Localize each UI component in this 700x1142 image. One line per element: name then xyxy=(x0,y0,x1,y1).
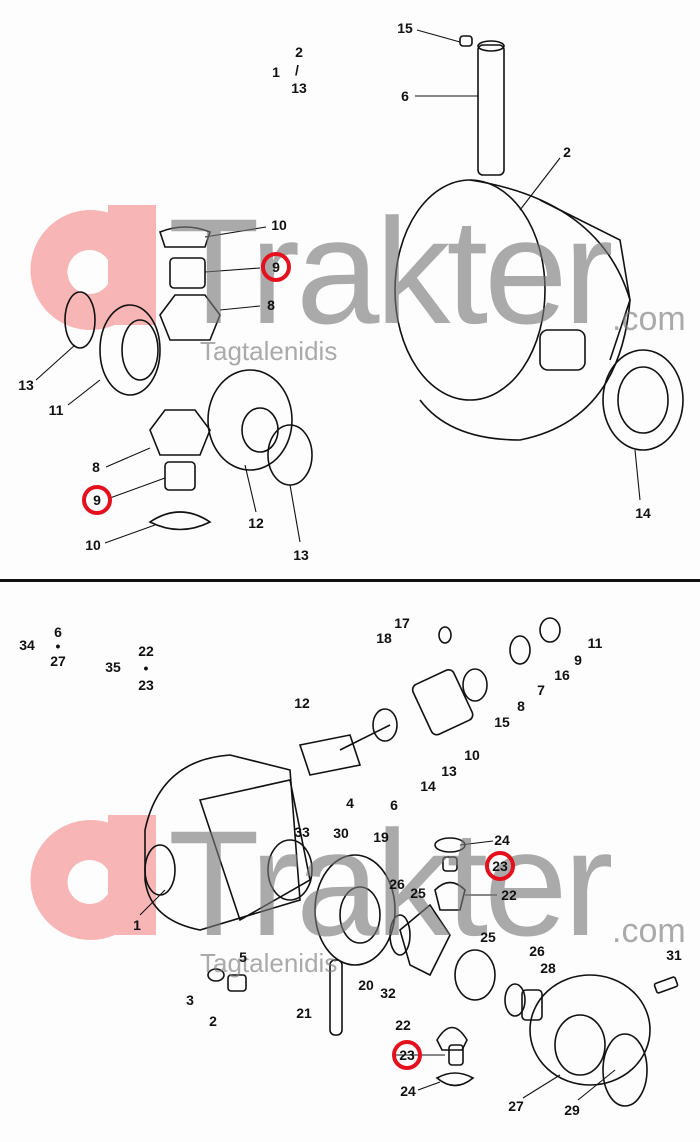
part-label: 25 xyxy=(410,885,426,901)
part-label: 25 xyxy=(480,929,496,945)
part-label: 22 xyxy=(138,643,154,659)
highlighted-part-label: 23 xyxy=(485,851,515,881)
part-label: 29 xyxy=(564,1102,580,1118)
part-label: 2 xyxy=(563,144,571,160)
part-label: 35 xyxy=(105,659,121,675)
part-label: 27 xyxy=(508,1098,524,1114)
trakter-logo-icon xyxy=(30,205,156,940)
part-label: 28 xyxy=(540,960,556,976)
part-label: 13 xyxy=(441,763,457,779)
part-label: 11 xyxy=(587,635,603,651)
part-label: • xyxy=(55,638,61,654)
part-label: 10 xyxy=(271,217,287,233)
part-label: 1 xyxy=(272,64,280,80)
part-label: 22 xyxy=(395,1017,411,1033)
part-label: 4 xyxy=(346,795,354,811)
part-label: 1 xyxy=(133,917,141,933)
part-label: 7 xyxy=(537,682,545,698)
highlighted-part-label: 23 xyxy=(392,1040,422,1070)
part-label: 8 xyxy=(267,297,275,313)
part-label: 18 xyxy=(376,630,392,646)
part-label: 26 xyxy=(529,943,545,959)
part-label: 13 xyxy=(293,547,309,563)
part-label: 12 xyxy=(294,695,310,711)
part-label: 34 xyxy=(19,637,35,653)
part-label: 2 xyxy=(209,1013,217,1029)
part-label: 2 xyxy=(295,44,303,60)
part-label: 22 xyxy=(501,887,517,903)
part-label: 8 xyxy=(517,698,525,714)
part-label: 23 xyxy=(138,677,154,693)
part-label: 5 xyxy=(239,949,247,965)
part-label: 14 xyxy=(420,778,436,794)
section-divider xyxy=(0,579,700,582)
part-label: 13 xyxy=(18,377,34,393)
part-label: 14 xyxy=(635,505,651,521)
part-label: 27 xyxy=(50,653,66,669)
part-label: 24 xyxy=(400,1083,416,1099)
part-label: 10 xyxy=(85,537,101,553)
part-label: 17 xyxy=(394,615,410,631)
part-label: 3 xyxy=(186,992,194,1008)
part-label: 9 xyxy=(574,652,582,668)
part-label: 11 xyxy=(48,402,64,418)
highlighted-part-label: 9 xyxy=(82,485,112,515)
part-label: 13 xyxy=(291,80,307,96)
part-label: 21 xyxy=(296,1005,312,1021)
part-label: 6 xyxy=(390,797,398,813)
part-label: 15 xyxy=(397,20,413,36)
part-label: 31 xyxy=(666,947,682,963)
part-label: 19 xyxy=(373,829,389,845)
part-label: 20 xyxy=(358,977,374,993)
part-label: 12 xyxy=(248,515,264,531)
part-label: • xyxy=(143,660,149,676)
part-label: 33 xyxy=(294,824,310,840)
highlighted-part-label: 9 xyxy=(261,252,291,282)
part-label: 6 xyxy=(401,88,409,104)
part-label: 30 xyxy=(333,825,349,841)
part-label: 24 xyxy=(494,832,510,848)
part-label: 10 xyxy=(464,747,480,763)
part-label: 32 xyxy=(380,985,396,1001)
part-label: 6 xyxy=(54,624,62,640)
part-label: 26 xyxy=(389,876,405,892)
part-label: 16 xyxy=(554,667,570,683)
part-label: 15 xyxy=(494,714,510,730)
part-label: / xyxy=(295,62,299,78)
part-label: 8 xyxy=(92,459,100,475)
